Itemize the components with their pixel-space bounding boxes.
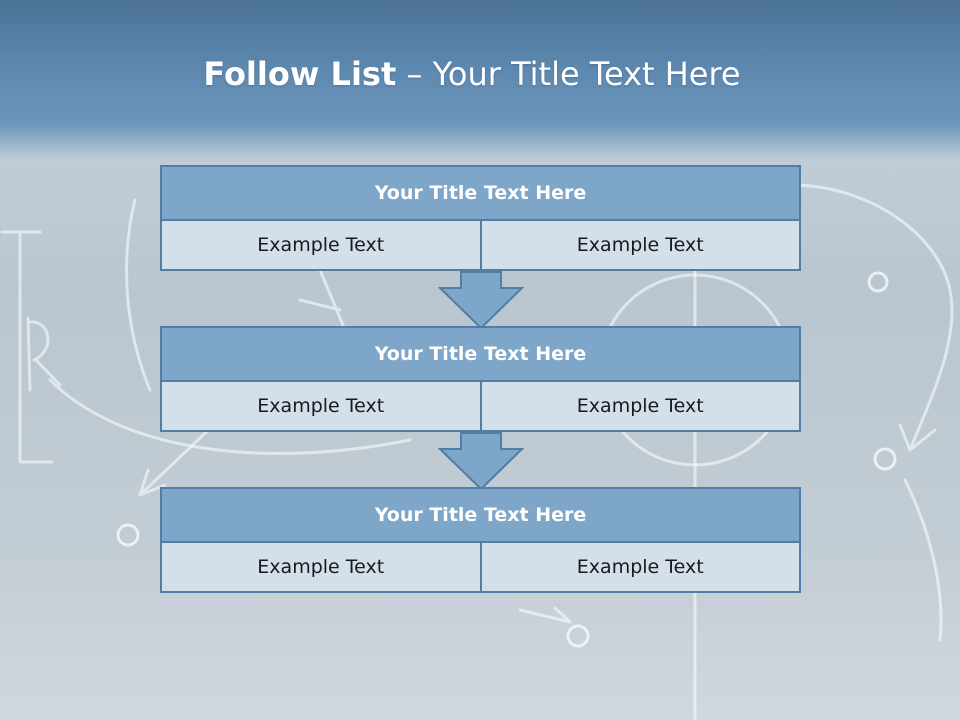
- header-band: [0, 0, 960, 160]
- down-arrow-icon: [438, 271, 524, 330]
- list-block-2: Your Title Text Here Example Text Exampl…: [160, 326, 801, 432]
- down-arrow-icon: [438, 432, 524, 491]
- slide-title: Follow List – Your Title Text Here: [0, 55, 944, 93]
- block-cell-right: Example Text: [481, 543, 801, 593]
- list-block-1: Your Title Text Here Example Text Exampl…: [160, 165, 801, 271]
- block-cell-right: Example Text: [481, 382, 801, 432]
- block-title: Your Title Text Here: [160, 326, 801, 382]
- block-title: Your Title Text Here: [160, 165, 801, 221]
- slide-title-rest: – Your Title Text Here: [406, 55, 741, 93]
- block-row: Example Text Example Text: [160, 382, 801, 432]
- block-title: Your Title Text Here: [160, 487, 801, 543]
- slide-title-bold: Follow List: [203, 55, 397, 93]
- list-block-3: Your Title Text Here Example Text Exampl…: [160, 487, 801, 593]
- block-row: Example Text Example Text: [160, 543, 801, 593]
- block-cell-left: Example Text: [160, 221, 482, 271]
- block-cell-right: Example Text: [481, 221, 801, 271]
- block-cell-left: Example Text: [160, 543, 482, 593]
- block-cell-left: Example Text: [160, 382, 482, 432]
- block-row: Example Text Example Text: [160, 221, 801, 271]
